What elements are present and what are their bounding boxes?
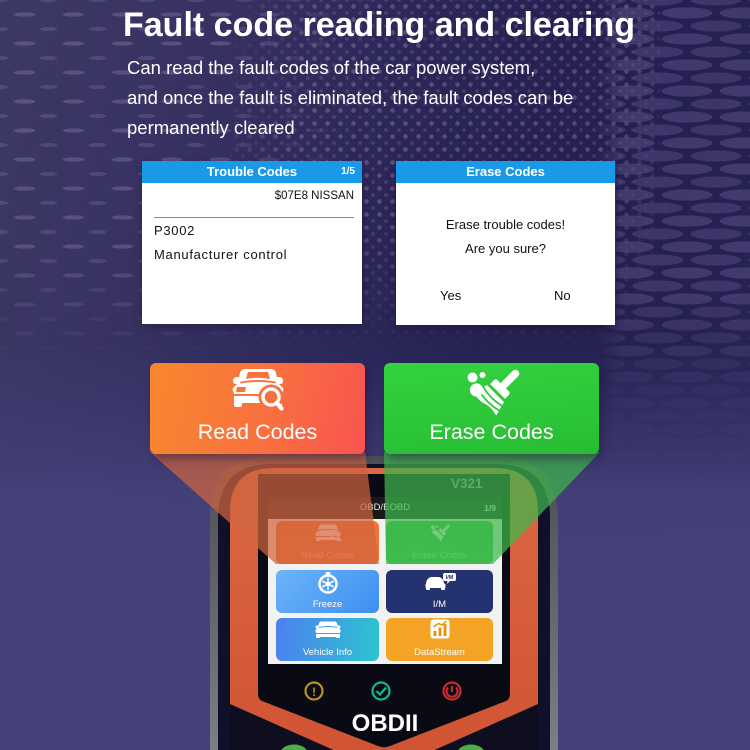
svg-text:!: ! [312, 685, 316, 699]
svg-text:I/M: I/M [445, 575, 453, 581]
svg-text:OBDII: OBDII [352, 710, 419, 737]
